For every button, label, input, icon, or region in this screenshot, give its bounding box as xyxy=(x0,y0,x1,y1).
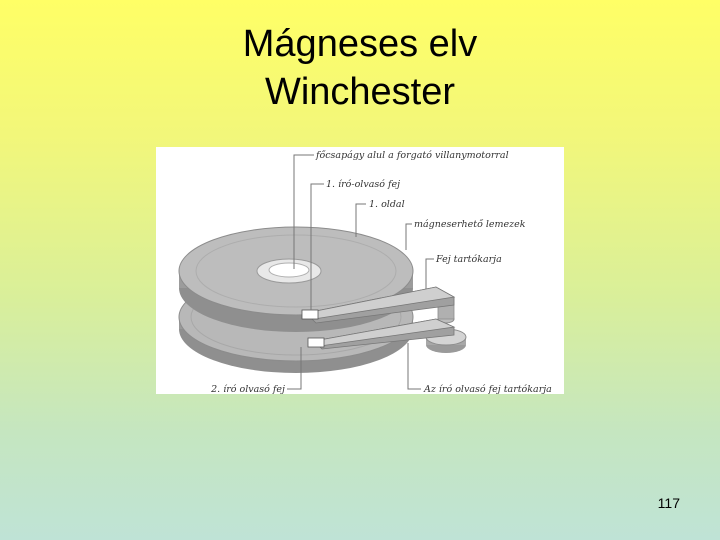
spindle-hub xyxy=(256,258,322,284)
label-head-1: 1. író-olvasó fej xyxy=(326,179,400,190)
hard-disk-illustration: főcsapágy alul a forgató villanymotorral… xyxy=(178,150,552,394)
upper-head-arm xyxy=(301,286,456,324)
upper-head xyxy=(301,309,319,320)
title-line-1: Mágneses elv xyxy=(242,23,478,65)
label-arm-assembly: Az író olvasó fej tartókarja xyxy=(423,384,552,394)
label-side-1: 1. oldal xyxy=(369,199,405,210)
label-spindle: főcsapágy alul a forgató villanymotorral xyxy=(315,150,509,161)
lower-head xyxy=(307,337,325,348)
label-head-2: 2. író olvasó fej xyxy=(210,384,285,394)
label-arm: Fej tartókarja xyxy=(435,254,502,265)
title-line-2: Winchester xyxy=(264,71,456,113)
slide-title: Mágneses elv Winchester xyxy=(0,20,720,116)
leader-lines xyxy=(287,154,434,390)
label-platters: mágneserhető lemezek xyxy=(414,219,526,230)
hard-disk-diagram: főcsapágy alul a forgató villanymotorral… xyxy=(156,147,564,394)
page-number: 117 xyxy=(657,495,680,511)
lower-head-arm xyxy=(307,318,456,350)
